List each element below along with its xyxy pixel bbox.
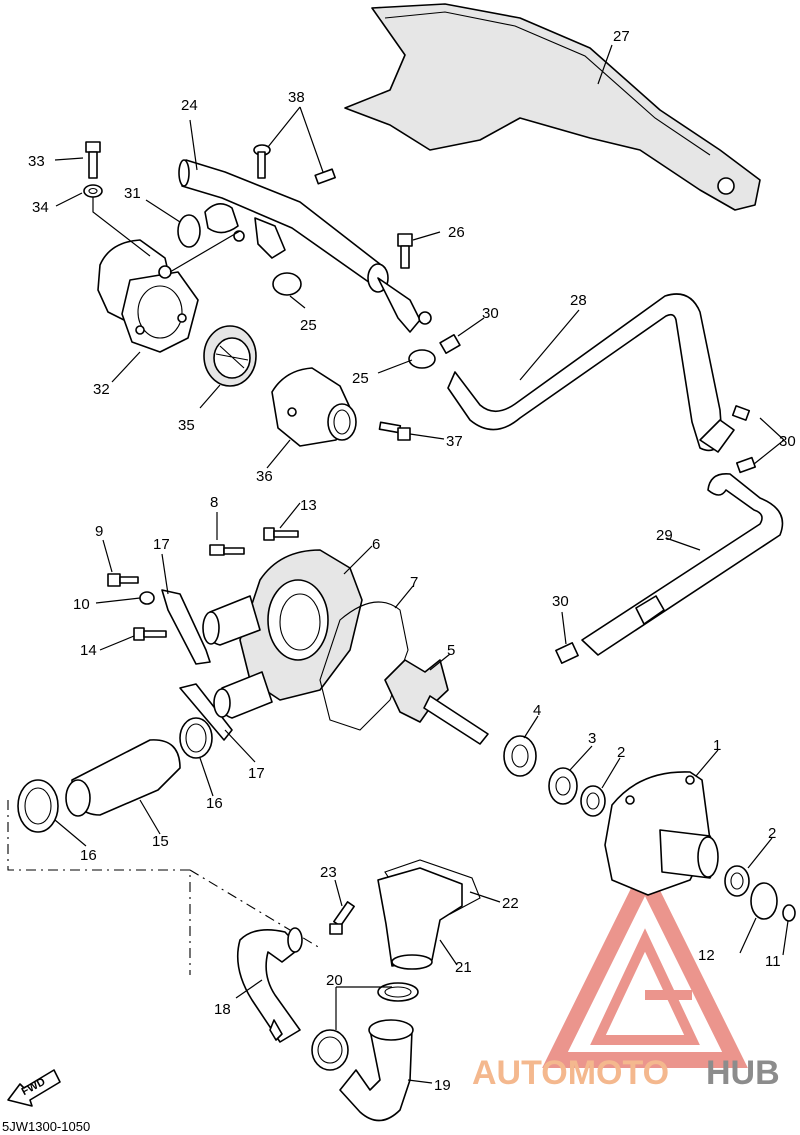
part-17-plate-a	[161, 589, 211, 665]
callout-17-a: 17	[153, 536, 170, 553]
callout-20: 20	[326, 972, 343, 989]
callout-8: 8	[210, 494, 218, 511]
callout-11: 11	[765, 953, 781, 970]
callout-38: 38	[288, 89, 305, 106]
callout-37: 37	[446, 433, 463, 450]
part-38-screws	[253, 144, 336, 185]
part-13-bolt	[263, 527, 299, 541]
callout-27: 27	[613, 28, 630, 45]
part-1-pump-housing	[604, 771, 719, 896]
callout-4: 4	[533, 702, 541, 719]
callout-3: 3	[588, 730, 596, 747]
part-20-clamp-a	[377, 982, 419, 1002]
callout-9: 9	[95, 523, 103, 540]
callout-2-b: 2	[768, 825, 776, 842]
part-25-o-ring-a	[272, 272, 302, 296]
part-32-thermostat-housing	[97, 239, 199, 353]
callout-28: 28	[570, 292, 587, 309]
part-26-bolt	[397, 233, 413, 269]
callout-30-c: 30	[552, 593, 569, 610]
callout-30-a: 30	[482, 305, 499, 322]
part-14-bolt	[133, 627, 167, 641]
callout-22: 22	[502, 895, 519, 912]
callout-31: 31	[124, 185, 141, 202]
part-6-water-pump-body	[202, 549, 363, 719]
part-21-elbow-fitting	[377, 867, 463, 970]
part-10-washer	[139, 591, 155, 605]
part-5-impeller-shaft	[384, 659, 489, 745]
callout-labels: 27 24 38 33 34 31 25 26 28 30 25 32 35 3…	[28, 28, 796, 1094]
part-12-o-ring	[750, 882, 778, 920]
part-4-seal	[503, 735, 537, 777]
part-7-gasket	[319, 601, 409, 731]
callout-6: 6	[372, 536, 380, 553]
part-16-clamp-b	[17, 779, 59, 833]
part-30-clamp-c	[555, 642, 579, 664]
callout-16-b: 16	[80, 847, 97, 864]
part-24-water-pipe	[178, 159, 432, 333]
part-27-cover-plate	[344, 3, 761, 211]
part-23-bolt	[329, 901, 355, 935]
part-36-thermostat-cover	[271, 367, 357, 447]
callout-16-a: 16	[206, 795, 223, 812]
callout-34: 34	[32, 199, 49, 216]
callout-2-a: 2	[617, 744, 625, 761]
callout-18: 18	[214, 1001, 231, 1018]
part-15-hose	[65, 739, 181, 817]
part-33-bolt	[85, 141, 101, 179]
callout-5: 5	[447, 642, 455, 659]
callout-25-b: 25	[352, 370, 369, 387]
watermark-text-hub: HUB	[706, 1054, 780, 1092]
part-30-clamp-a	[439, 334, 461, 354]
part-20-clamp-b	[311, 1029, 349, 1071]
fwd-arrow-icon	[7, 1069, 61, 1107]
callout-33: 33	[28, 153, 45, 170]
callout-14: 14	[80, 642, 97, 659]
callout-7: 7	[410, 574, 418, 591]
part-17-plate-b	[179, 683, 233, 741]
part-8-bolt	[209, 544, 245, 556]
diagram-code: 5JW1300-1050	[2, 1119, 90, 1134]
part-16-clamp-a	[179, 717, 213, 759]
callout-35: 35	[178, 417, 195, 434]
part-2-bearing-b	[724, 865, 750, 897]
part-28-hose	[447, 293, 735, 453]
callout-1: 1	[713, 737, 721, 754]
part-9-bolt	[107, 573, 139, 587]
part-19-hose	[339, 1019, 414, 1122]
part-18-hose	[236, 927, 303, 1043]
leader-lines	[54, 44, 789, 1084]
callout-26: 26	[448, 224, 465, 241]
part-29-hose	[581, 473, 784, 656]
part-3-oil-seal	[548, 767, 578, 805]
part-35-thermostat	[203, 325, 257, 387]
callout-17-b: 17	[248, 765, 265, 782]
part-11-washer	[782, 904, 796, 922]
callout-19: 19	[434, 1077, 451, 1094]
callout-21: 21	[455, 959, 472, 976]
callout-30-b: 30	[779, 433, 796, 450]
callout-29: 29	[656, 527, 673, 544]
part-34-washer	[83, 184, 103, 198]
callout-12: 12	[698, 947, 715, 964]
callout-10: 10	[73, 596, 90, 613]
callout-13: 13	[300, 497, 317, 514]
callout-24: 24	[181, 97, 198, 114]
part-25-o-ring-b	[408, 349, 436, 369]
part-37-bolt	[378, 421, 411, 441]
part-2-bearing-a	[580, 785, 606, 817]
callout-25-a: 25	[300, 317, 317, 334]
callout-32: 32	[93, 381, 110, 398]
callout-23: 23	[320, 864, 337, 881]
watermark-text-automoto: AUTOMOTO	[472, 1054, 669, 1092]
part-31-o-ring	[177, 214, 201, 248]
part-30-clamp-b	[731, 405, 757, 474]
watermark-logo-icon	[542, 859, 748, 1068]
callout-15: 15	[152, 833, 169, 850]
callout-36: 36	[256, 468, 273, 485]
